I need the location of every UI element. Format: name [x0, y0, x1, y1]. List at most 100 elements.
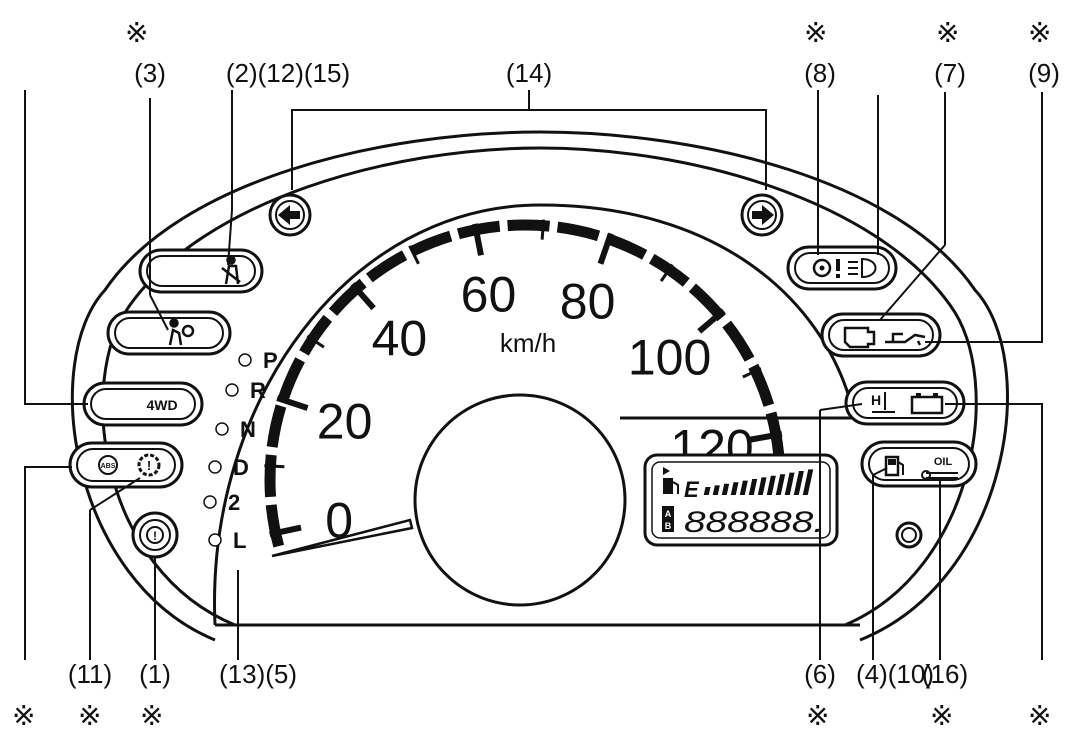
turn-signal-right — [740, 193, 784, 237]
speed-label-40: 40 — [372, 310, 428, 366]
fuel-bar — [712, 485, 720, 495]
top-callout-labels: (3) (2)(12)(15) (14) (8) (7) (9) — [134, 58, 1060, 88]
callout-13-5: (13)(5) — [219, 659, 297, 689]
odometer-readout: 888888. — [684, 506, 824, 539]
callout-1: (1) — [139, 659, 171, 689]
gear-lamp-D — [208, 460, 222, 474]
callout-7: (7) — [934, 58, 966, 88]
speed-label-20: 20 — [317, 393, 373, 449]
svg-text:A: A — [665, 509, 672, 519]
note-mark: ※ — [140, 699, 163, 732]
engine-oil-lamp — [820, 312, 942, 358]
seatbelt-lamp — [138, 248, 264, 294]
callout-2-12-15: (2)(12)(15) — [226, 58, 350, 88]
dial-rim — [213, 203, 852, 626]
speed-tick — [264, 464, 285, 469]
fuel-bar — [748, 479, 758, 495]
speed-tick — [350, 282, 376, 311]
fuel-bar — [721, 483, 730, 495]
fuel-gauge-icon — [663, 467, 679, 494]
callout-9: (9) — [1028, 58, 1060, 88]
speed-label-100: 100 — [628, 330, 711, 386]
bottom-note-marks: ※ ※ ※ ※ ※ ※ — [12, 699, 1051, 732]
fuel-bar — [739, 480, 748, 496]
gear-label-D: D — [233, 455, 249, 480]
speed-tick — [306, 334, 325, 349]
bottom-callout-labels: (11) (1) (13)(5) (6) (4)(10) (16) — [68, 659, 968, 689]
gear-lamp-P — [238, 353, 252, 367]
airbag-lamp — [106, 310, 232, 356]
gear-lamp-2 — [203, 495, 217, 509]
gear-lamp-N — [215, 422, 229, 436]
leader-lines — [24, 90, 1043, 660]
fuel-bar — [802, 469, 814, 495]
callout-11: (11) — [68, 659, 112, 689]
speed-tick — [697, 308, 726, 334]
svg-text:!: ! — [153, 529, 157, 543]
fuel-bar — [766, 475, 776, 495]
svg-text:ABS: ABS — [101, 463, 116, 470]
speed-scale-ticks — [264, 219, 786, 548]
note-mark: ※ — [1028, 699, 1051, 732]
fuel-bar — [757, 477, 767, 495]
note-mark: ※ — [806, 699, 829, 732]
arrow-left-icon — [278, 205, 300, 225]
fuel-level-bars — [703, 469, 814, 496]
needle-hub — [413, 393, 627, 607]
hi-temp-icon: H — [871, 392, 895, 413]
fuel-bar — [775, 474, 786, 496]
airbag-icon — [168, 318, 195, 346]
fuel-icon — [884, 455, 904, 477]
transmission-warning-icon: ! — [137, 453, 161, 477]
gear-label-2: 2 — [228, 490, 240, 515]
battery-icon — [910, 393, 944, 415]
callout-16: (16) — [922, 659, 968, 689]
note-mark: ※ — [930, 699, 953, 732]
speed-tick — [597, 232, 614, 265]
four-wd-lamp: 4WD — [82, 381, 204, 427]
speed-tick — [276, 395, 309, 411]
fuel-bar — [793, 471, 804, 495]
note-mark: ※ — [804, 16, 827, 49]
four-wd-label: 4WD — [146, 397, 177, 413]
callout-6: (6) — [804, 659, 836, 689]
callout-14: (14) — [506, 58, 552, 88]
callout-4-10: (4)(10) — [856, 659, 934, 689]
speed-tick — [408, 245, 420, 265]
speed-tick — [540, 219, 546, 240]
speed-unit-label: km/h — [500, 328, 556, 358]
fuel-empty-label: E — [684, 477, 700, 502]
lcd-display: E A B 888888. — [643, 453, 839, 547]
top-note-marks: ※ ※ ※ ※ — [125, 16, 1051, 49]
note-mark: ※ — [1028, 16, 1051, 49]
speed-needle — [271, 518, 414, 558]
gear-lamp-R — [225, 383, 239, 397]
brake-warning-icon — [146, 526, 164, 544]
note-mark: ※ — [125, 16, 148, 49]
abs-esp-lamp: ABS ! — [68, 441, 184, 489]
fuel-bar — [784, 472, 795, 496]
svg-text:B: B — [665, 521, 672, 531]
trip-reset-knob-inner — [901, 527, 917, 543]
speed-tick — [749, 431, 783, 443]
note-mark: ※ — [936, 16, 959, 49]
callout-3: (3) — [134, 58, 166, 88]
check-engine-icon — [843, 326, 876, 349]
abs-icon: ABS — [98, 455, 118, 475]
trip-ab-icon: A B — [662, 506, 674, 532]
speed-scale-arc — [264, 219, 786, 548]
speed-tick — [471, 223, 484, 256]
turn-signal-left — [268, 193, 312, 237]
speed-label-60: 60 — [461, 267, 517, 323]
svg-text:!: ! — [147, 458, 151, 473]
gear-label-R: R — [250, 378, 266, 403]
oil-pressure-icon — [885, 332, 926, 346]
fuel-bar — [703, 487, 711, 495]
note-mark: ※ — [78, 699, 101, 732]
speed-tick — [742, 367, 762, 379]
arrow-right-icon — [752, 205, 774, 225]
speed-label-80: 80 — [560, 274, 616, 330]
